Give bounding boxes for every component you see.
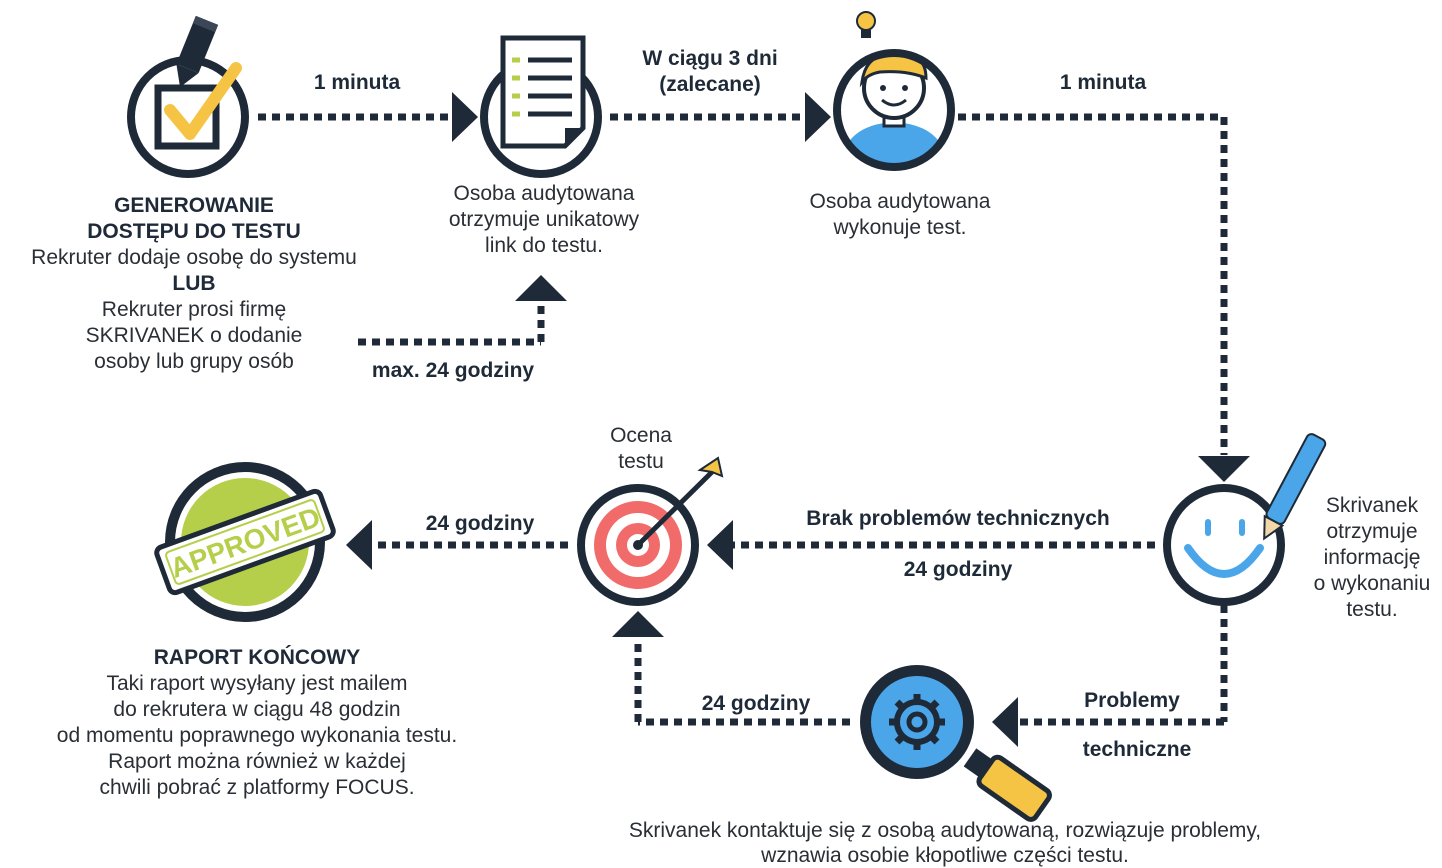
step-support: Skrivanek kontaktuje się z osobą audytow…	[628, 819, 1262, 867]
connector-link-to-test	[610, 92, 831, 142]
step-take-test: Osoba audytowana wykonuje test.	[809, 190, 991, 239]
label-problems-bottom: techniczne	[1082, 738, 1192, 761]
label-link-to-test: W ciągu 3 dni (zalecane)	[642, 47, 778, 96]
label-support-to-eval: 24 godziny	[701, 692, 811, 715]
connector-request-delay	[358, 275, 567, 346]
label-problems-top: Problemy	[1084, 689, 1180, 712]
step-generate-title-1: GENEROWANIE	[114, 194, 274, 217]
document-icon	[480, 35, 602, 178]
step-generate-or: LUB	[172, 272, 216, 295]
approved-stamp-icon: APPROVED	[154, 462, 336, 622]
label-request-delay: max. 24 godziny	[371, 359, 535, 382]
connector-problems	[992, 605, 1228, 747]
connector-gen-to-link	[258, 92, 478, 142]
smile-pen-icon	[1163, 433, 1327, 606]
label-no-problems-time: 24 godziny	[903, 558, 1013, 581]
step-notified: Skrivanek otrzymuje informację o wykonan…	[1313, 494, 1431, 621]
person-lightbulb-icon	[833, 11, 955, 171]
step-final-report: RAPORT KOŃCOWY Taki raport wysyłany jest…	[20, 645, 494, 801]
label-eval-to-report: 24 godziny	[425, 512, 535, 535]
step-generate-desc1: Rekruter dodaje osobę do systemu	[31, 246, 357, 269]
target-icon	[577, 456, 724, 606]
connector-support-to-eval	[612, 611, 850, 726]
label-test-to-notified: 1 minuta	[1059, 71, 1147, 94]
connector-no-problems	[707, 520, 1155, 570]
connector-eval-to-report	[346, 520, 568, 570]
step-generate-title-2: DOSTĘPU DO TESTU	[87, 220, 301, 243]
label-no-problems: Brak problemów technicznych	[806, 507, 1110, 530]
checkbox-pencil-icon	[127, 15, 249, 178]
magnifier-gear-icon	[860, 665, 1052, 822]
step-final-report-title: RAPORT KOŃCOWY	[153, 646, 361, 669]
connector-test-to-notified	[958, 113, 1250, 482]
step-receive-link: Osoba audytowana otrzymuje unikatowy lin…	[448, 182, 640, 257]
step-generate-access: GENEROWANIE DOSTĘPU DO TESTU Rekruter do…	[0, 193, 388, 375]
step-evaluation: Ocena testu	[610, 424, 672, 473]
label-gen-to-link: 1 minuta	[313, 71, 401, 94]
